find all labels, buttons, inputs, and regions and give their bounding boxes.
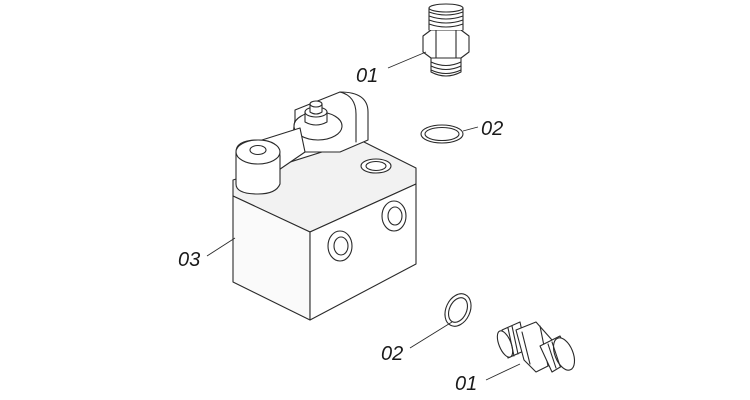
leader-fitting-top [387, 51, 427, 69]
seal-ring-bottom [444, 293, 472, 327]
fitting-top [422, 3, 470, 77]
valve-block [232, 91, 417, 321]
leader-fitting-bottom [485, 363, 521, 381]
fitting-bottom [496, 321, 576, 373]
leader-valve-block [206, 237, 236, 257]
callout-01-bottom: 01 [455, 373, 477, 395]
callout-01-top: 01 [356, 65, 378, 87]
callout-02-top: 02 [481, 118, 503, 140]
callout-02-bottom: 02 [381, 343, 403, 365]
leader-seal-bottom [409, 321, 453, 349]
callout-03: 03 [178, 249, 200, 271]
seal-ring-top [420, 124, 464, 144]
leader-seal-top [462, 126, 479, 132]
